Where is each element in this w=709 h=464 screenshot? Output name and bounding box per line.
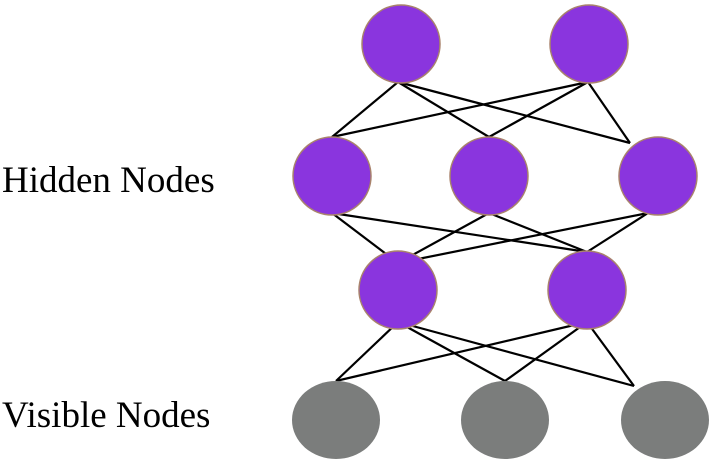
edge-hidden-top-1-to-hidden-middle-1 (488, 81, 589, 138)
hidden-node-hidden-middle-1 (292, 136, 372, 216)
edge-hidden-middle-2-to-hidden-bottom-0 (397, 211, 649, 265)
edge-hidden-bottom-0-to-visible-1 (397, 321, 506, 382)
hidden-node-hidden-middle-3 (618, 136, 698, 216)
edge-hidden-top-0-to-hidden-middle-2 (397, 80, 631, 145)
edge-hidden-bottom-0-to-visible-2 (397, 320, 635, 388)
edge-hidden-middle-2-to-hidden-bottom-1 (586, 212, 649, 253)
edge-hidden-middle-1-to-hidden-bottom-1 (488, 211, 588, 254)
hidden-node-hidden-top-1 (361, 4, 441, 84)
visible-node-visible-1 (292, 381, 380, 459)
edge-hidden-bottom-0-to-visible-0 (335, 321, 399, 382)
edge-hidden-top-1-to-hidden-middle-2 (587, 81, 631, 144)
edge-hidden-bottom-1-to-visible-0 (335, 320, 588, 383)
visible-nodes-label: Visible Nodes (2, 395, 211, 436)
nodes (292, 4, 709, 459)
hidden-nodes-label: Hidden Nodes (2, 160, 215, 201)
visible-node-visible-2 (461, 381, 549, 459)
hidden-node-hidden-top-2 (549, 4, 629, 84)
edge-hidden-bottom-1-to-visible-2 (586, 321, 635, 387)
visible-node-visible-3 (621, 381, 709, 459)
hidden-node-hidden-bottom-1 (358, 250, 438, 330)
edge-hidden-middle-0-to-hidden-bottom-1 (331, 211, 588, 254)
edge-hidden-bottom-1-to-visible-1 (504, 321, 588, 382)
hidden-node-hidden-bottom-2 (547, 250, 627, 330)
edges (331, 80, 649, 388)
hidden-node-hidden-middle-2 (449, 136, 529, 216)
edge-hidden-top-1-to-hidden-middle-0 (331, 80, 589, 139)
edge-hidden-top-0-to-hidden-middle-1 (397, 81, 490, 138)
edge-hidden-top-0-to-hidden-middle-0 (331, 81, 399, 138)
